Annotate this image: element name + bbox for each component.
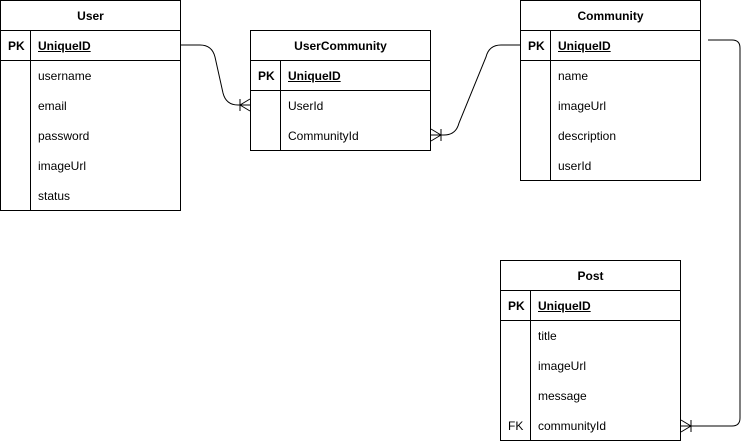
- field-name: UserId: [288, 99, 324, 113]
- entity-title: User: [1, 1, 180, 31]
- key-label: [501, 381, 531, 411]
- key-label: PK: [1, 31, 31, 60]
- field-name: UniqueID: [38, 39, 91, 53]
- field-name: communityId: [538, 419, 607, 433]
- key-label: PK: [251, 61, 281, 90]
- attribute-row: status: [1, 181, 180, 211]
- connector-community-usercommunity: [430, 44, 520, 142]
- key-label: [1, 121, 31, 151]
- entity-post[interactable]: Post PK UniqueID title imageUrl message …: [500, 260, 681, 441]
- key-label: [251, 121, 281, 151]
- field-name: UniqueID: [558, 39, 611, 53]
- field-name: CommunityId: [288, 129, 359, 143]
- attribute-row: name: [521, 61, 700, 91]
- key-label: [1, 61, 31, 91]
- key-label: PK: [521, 31, 551, 60]
- key-label: [1, 91, 31, 121]
- key-label: [521, 91, 551, 121]
- field-name: imageUrl: [38, 159, 87, 173]
- attribute-row: password: [1, 121, 180, 151]
- pk-row: PK UniqueID: [521, 31, 700, 61]
- key-label: [501, 321, 531, 351]
- field-name: userId: [558, 159, 592, 173]
- key-label: [521, 151, 551, 181]
- field-name: imageUrl: [538, 359, 587, 373]
- entity-user[interactable]: User PK UniqueID username email password…: [0, 0, 181, 211]
- field-name: imageUrl: [558, 99, 607, 113]
- entity-usercommunity[interactable]: UserCommunity PK UniqueID UserId Communi…: [250, 30, 431, 151]
- field-name: UniqueID: [288, 69, 341, 83]
- pk-row: PK UniqueID: [501, 291, 680, 321]
- key-label: PK: [501, 291, 531, 320]
- key-label: [501, 351, 531, 381]
- field-name: username: [38, 69, 92, 83]
- field-name: UniqueID: [538, 299, 591, 313]
- attribute-row: message: [501, 381, 680, 411]
- attribute-row: imageUrl: [1, 151, 180, 181]
- attribute-row: UserId: [251, 91, 430, 121]
- attribute-row: FK communityId: [501, 411, 680, 441]
- entity-title: Community: [521, 1, 700, 31]
- key-label: [521, 61, 551, 91]
- field-name: message: [538, 389, 587, 403]
- attribute-row: imageUrl: [501, 351, 680, 381]
- entity-title: Post: [501, 261, 680, 291]
- pk-row: PK UniqueID: [251, 61, 430, 91]
- attribute-row: username: [1, 61, 180, 91]
- key-label: [1, 151, 31, 181]
- attribute-row: title: [501, 321, 680, 351]
- entity-community[interactable]: Community PK UniqueID name imageUrl desc…: [520, 0, 701, 181]
- field-name: password: [38, 129, 90, 143]
- key-label: [251, 91, 281, 121]
- connector-community-post: [680, 39, 741, 433]
- key-label: [1, 181, 31, 211]
- field-name: name: [558, 69, 589, 83]
- pk-row: PK UniqueID: [1, 31, 180, 61]
- attribute-row: CommunityId: [251, 121, 430, 151]
- entity-title: UserCommunity: [251, 31, 430, 61]
- field-name: email: [38, 99, 67, 113]
- field-name: description: [558, 129, 617, 143]
- connector-user-usercommunity: [181, 44, 251, 112]
- attribute-row: imageUrl: [521, 91, 700, 121]
- attribute-row: userId: [521, 151, 700, 181]
- attribute-row: description: [521, 121, 700, 151]
- field-name: status: [38, 189, 71, 203]
- field-name: title: [538, 329, 557, 343]
- key-label: FK: [501, 411, 531, 441]
- attribute-row: email: [1, 91, 180, 121]
- key-label: [521, 121, 551, 151]
